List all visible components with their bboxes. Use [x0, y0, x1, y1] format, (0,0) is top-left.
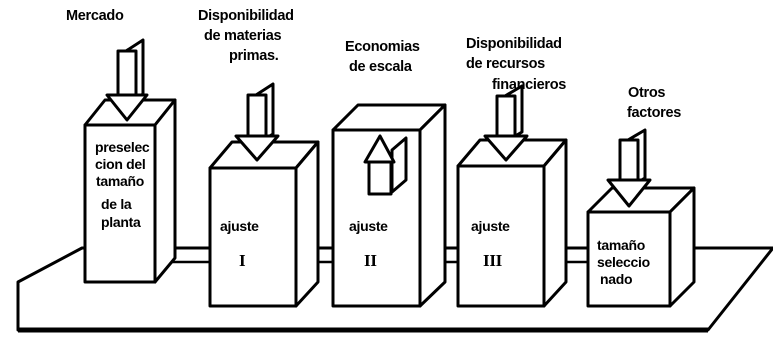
- label-otros-1: Otros: [628, 85, 666, 101]
- box2-roman: I: [239, 251, 246, 270]
- box1-text-4: de la: [101, 196, 132, 212]
- box-2: [208, 140, 320, 308]
- label-disp-recursos-2: de recursos: [466, 56, 545, 72]
- arrow-down-1: [105, 38, 149, 122]
- box1-text-5: planta: [101, 214, 141, 230]
- box1-text-3: tamaño: [96, 173, 144, 189]
- arrow-down-3: [483, 84, 529, 162]
- arrow-up-box3: [363, 134, 408, 196]
- label-mercado: Mercado: [66, 8, 124, 24]
- box2-label: ajuste: [220, 218, 259, 234]
- label-disp-materias-1: Disponibilidad: [198, 8, 294, 24]
- box-4: [456, 138, 568, 308]
- box-5: [586, 186, 696, 308]
- box3-label: ajuste: [349, 218, 388, 234]
- box1-text-2: cion del: [95, 156, 146, 172]
- box4-label: ajuste: [471, 218, 510, 234]
- box3-roman: II: [364, 251, 377, 270]
- box5-text-2: seleccio: [597, 254, 650, 270]
- box4-roman: III: [483, 251, 502, 270]
- box5-text-3: nado: [600, 271, 633, 287]
- arrow-down-2: [234, 82, 280, 162]
- label-disp-materias-3: primas.: [229, 48, 279, 64]
- label-economias-1: Economias: [345, 39, 420, 55]
- box1-text-1: preselec: [95, 139, 150, 155]
- label-disp-materias-2: de materias: [204, 28, 282, 44]
- box5-text-1: tamaño: [597, 237, 645, 253]
- box-3: [331, 103, 447, 308]
- arrow-down-4: [606, 128, 652, 208]
- label-economias-2: de escala: [349, 59, 412, 75]
- box-1: [83, 98, 177, 284]
- label-disp-recursos-3: financieros: [492, 77, 567, 93]
- label-disp-recursos-1: Disponibilidad: [466, 36, 562, 52]
- label-otros-2: factores: [627, 105, 682, 121]
